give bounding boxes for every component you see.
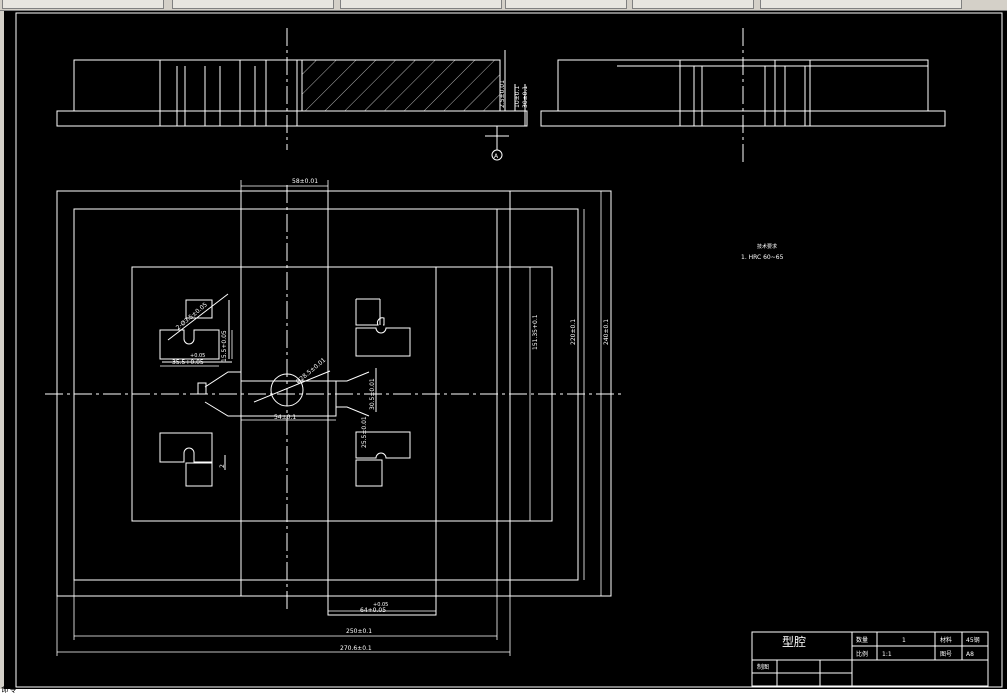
command-line[interactable]: 命令	[0, 685, 1007, 695]
document-tab-1[interactable]	[2, 0, 164, 9]
elevation-view-right	[540, 28, 946, 165]
dim-plate-height-mid: 220±0.1	[570, 319, 577, 345]
title-qty-label: 数量	[856, 636, 868, 644]
dimension-lines	[56, 180, 602, 656]
section-marker-label: A	[494, 153, 499, 160]
title-material-label: 材料	[940, 636, 952, 644]
title-scale-label: 比例	[856, 650, 868, 658]
command-prompt: 命令	[1, 685, 17, 694]
dim-bottom-mid: 250±0.1	[346, 628, 372, 635]
dim-left-h1: 15.5+0.05	[221, 330, 228, 362]
title-scale-value: 1:1	[882, 651, 892, 658]
title-drawing-no-value: A8	[966, 651, 974, 658]
notes-heading: 技术要求	[757, 243, 777, 250]
dim-side-c: 30±0.1	[522, 86, 529, 108]
cad-drawing: 58±0.01 2.5±0.01 10±0.1 30±0.1 A 151.35+…	[15, 12, 1003, 688]
document-tab-bar	[0, 0, 1007, 11]
dim-top-width: 58±0.01	[292, 178, 318, 185]
document-tab-4[interactable]	[505, 0, 627, 9]
dim-left-small: 2	[219, 464, 226, 468]
dim-bottom-tol: +0.05	[373, 602, 388, 608]
title-material-value: 45钢	[966, 636, 980, 644]
dim-left-w1: 35.5+0.05	[172, 359, 204, 366]
title-qty-value: 1	[902, 637, 906, 644]
drawing-border	[15, 12, 1003, 688]
dim-top-mark: +0.05	[190, 353, 205, 359]
document-tab-3[interactable]	[340, 0, 502, 9]
title-part-name: 型腔	[782, 634, 806, 649]
title-drawn-label: 制图	[757, 663, 769, 671]
plan-view	[45, 185, 625, 616]
dim-left-diag: 2-Ø3.5±0.05	[175, 301, 209, 331]
notes-item-1: 1. HRC 60~65	[741, 254, 784, 261]
dim-right-h2: 25.5±0.01	[361, 416, 368, 448]
dim-bottom-outer: 270.6±0.1	[340, 645, 372, 652]
dim-side-b: 10±0.1	[514, 86, 521, 108]
dim-side-a: 2.5±0.01	[499, 80, 506, 108]
document-tab-6[interactable]	[760, 0, 962, 9]
drawing-canvas[interactable]: 58±0.01 2.5±0.01 10±0.1 30±0.1 A 151.35+…	[4, 11, 1007, 691]
document-tab-2[interactable]	[172, 0, 334, 9]
dim-center-width: 54±0.1	[274, 414, 296, 421]
document-tab-5[interactable]	[632, 0, 754, 9]
title-block	[751, 631, 989, 687]
dim-bottom-cavity: 64+0.05	[360, 607, 386, 614]
dim-plate-height-inner: 151.35+0.1	[532, 314, 539, 350]
section-view-left	[56, 28, 528, 161]
dim-plate-height-outer: 240±0.1	[603, 319, 610, 345]
dim-right-h1: 30.5±0.01	[369, 378, 376, 410]
sprue-circle	[270, 373, 304, 407]
section-marker	[491, 149, 503, 161]
title-drawing-no-label: 图号	[940, 651, 952, 658]
